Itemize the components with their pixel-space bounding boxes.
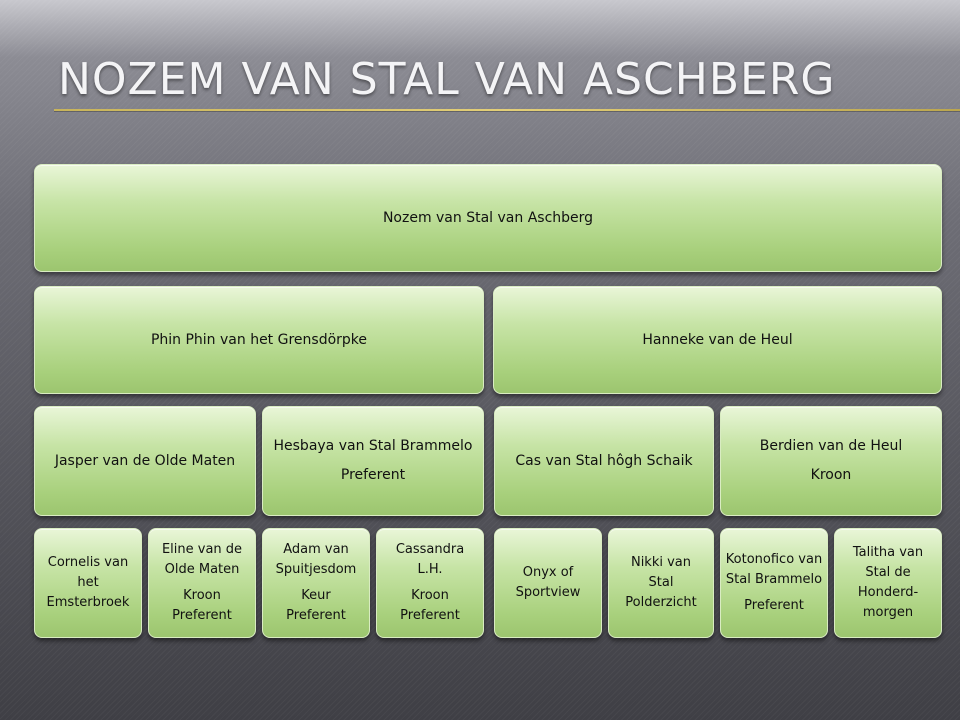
great-grandparent-predicate: Kroon Preferent	[172, 588, 232, 623]
grandparent-box: Jasper van de Olde Maten	[34, 406, 256, 516]
great-grandparent-name: Talitha van Stal de Honderd-morgen	[852, 545, 924, 620]
great-grandparent-name: Adam van Spuitjesdom	[275, 542, 357, 577]
dam-box: Hanneke van de Heul	[493, 286, 942, 394]
sire-box: Phin Phin van het Grensdörpke	[34, 286, 484, 394]
great-grandparent-name: Cassandra L.H.	[395, 542, 465, 577]
grandparent-box: Hesbaya van Stal Brammelo Preferent	[262, 406, 484, 516]
grandparent-box: Cas van Stal hôgh Schaik	[494, 406, 714, 516]
root-box: Nozem van Stal van Aschberg	[34, 164, 942, 272]
grandparent-predicate: Kroon	[810, 467, 852, 483]
great-grandparent-predicate: Keur Preferent	[286, 588, 346, 623]
grandparent-box: Berdien van de Heul Kroon	[720, 406, 942, 516]
great-grandparent-predicate: Kroon Preferent	[400, 588, 460, 623]
great-grandparent-box: Cassandra L.H. Kroon Preferent	[376, 528, 484, 638]
great-grandparent-box: Talitha van Stal de Honderd-morgen	[834, 528, 942, 638]
grandparent-name: Cas van Stal hôgh Schaik	[515, 452, 693, 469]
great-grandparent-name: Eline van de Olde Maten	[161, 542, 243, 577]
grandparent-name: Jasper van de Olde Maten	[54, 452, 236, 469]
slide-title: Nozem van Stal van Aschberg	[58, 54, 836, 105]
great-grandparent-predicate: Preferent	[744, 598, 804, 613]
grandparent-name: Berdien van de Heul	[759, 438, 903, 454]
great-grandparent-box: Kotonofico van Stal Brammelo Preferent	[720, 528, 828, 638]
grandparent-predicate: Preferent	[340, 467, 406, 483]
title-underline-shadow	[54, 111, 960, 112]
sire-name: Phin Phin van het Grensdörpke	[150, 332, 368, 348]
dam-name: Hanneke van de Heul	[642, 332, 793, 348]
grandparent-name: Hesbaya van Stal Brammelo	[273, 438, 473, 454]
great-grandparent-name: Onyx of Sportview	[515, 565, 581, 600]
great-grandparent-box: Nikki van Stal Polderzicht	[608, 528, 714, 638]
title-underline	[54, 109, 960, 111]
great-grandparent-name: Nikki van Stal Polderzicht	[625, 555, 697, 610]
great-grandparent-name: Cornelis van het Emsterbroek	[46, 555, 130, 610]
great-grandparent-box: Adam van Spuitjesdom Keur Preferent	[262, 528, 370, 638]
great-grandparent-name: Kotonofico van Stal Brammelo	[725, 552, 823, 587]
great-grandparent-box: Eline van de Olde Maten Kroon Preferent	[148, 528, 256, 638]
root-name: Nozem van Stal van Aschberg	[382, 210, 594, 226]
great-grandparent-box: Cornelis van het Emsterbroek	[34, 528, 142, 638]
great-grandparent-box: Onyx of Sportview	[494, 528, 602, 638]
